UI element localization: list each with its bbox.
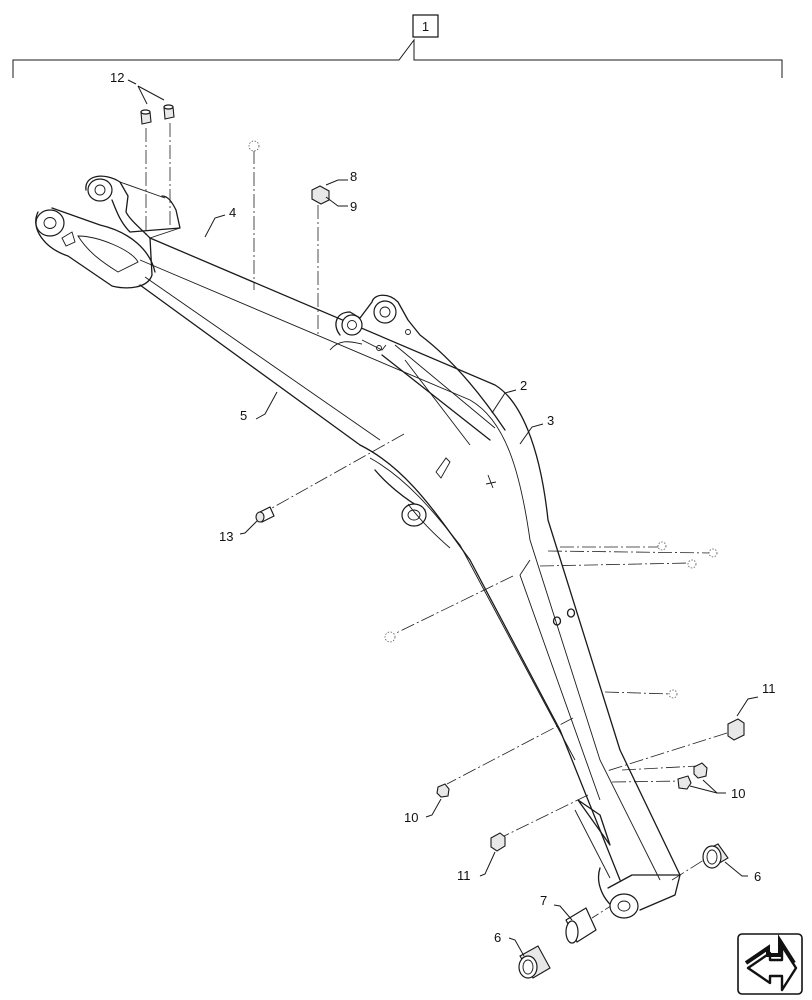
knuckle-bracket	[329, 294, 506, 446]
boom-nose	[35, 175, 181, 289]
part-10-fitting-a	[693, 762, 708, 779]
part-6-bushing-right	[702, 843, 729, 869]
callout-13[interactable]: 13	[219, 529, 233, 544]
callout-8[interactable]: 8	[350, 169, 357, 184]
centerlines	[145, 123, 728, 919]
callout-6-right[interactable]: 6	[754, 869, 761, 884]
callout-12[interactable]: 12	[110, 70, 124, 85]
callout-6-left[interactable]: 6	[494, 930, 501, 945]
assembly-bracket: 1	[12, 14, 783, 78]
part-11-pad-lower	[490, 832, 506, 852]
boom-arm	[139, 237, 681, 919]
callout-11-upper[interactable]: 11	[762, 681, 776, 696]
hardware-parts	[140, 104, 745, 979]
callout-leaders: 12 8 9 4 2 3 5 13 11 10 10 11	[110, 70, 776, 957]
part-8-9-block	[311, 185, 330, 205]
callout-5[interactable]: 5	[240, 408, 247, 423]
part-10-fitting-c	[436, 783, 450, 798]
callout-3[interactable]: 3	[547, 413, 554, 428]
callout-7[interactable]: 7	[540, 893, 547, 908]
callout-1[interactable]: 1	[422, 19, 429, 34]
callout-2[interactable]: 2	[520, 378, 527, 393]
callout-box-1	[412, 14, 439, 38]
callout-10-right[interactable]: 10	[731, 786, 745, 801]
part-11-pad-upper	[727, 718, 745, 741]
callout-9[interactable]: 9	[350, 199, 357, 214]
callout-4[interactable]: 4	[229, 205, 236, 220]
callout-11-lower[interactable]: 11	[457, 868, 471, 883]
part-10-fitting-b	[677, 775, 692, 790]
navigation-arrow-icon[interactable]	[737, 933, 803, 995]
part-7-pin	[565, 907, 597, 944]
callout-10-left[interactable]: 10	[404, 810, 418, 825]
part-6-bushing-left	[518, 945, 551, 979]
part-13-bushing	[255, 506, 275, 523]
part-12-fittings	[140, 104, 175, 125]
